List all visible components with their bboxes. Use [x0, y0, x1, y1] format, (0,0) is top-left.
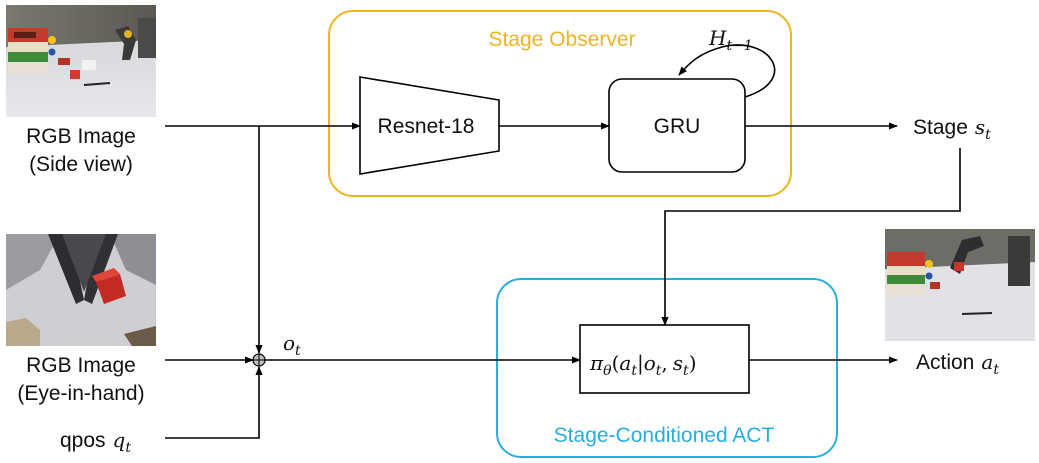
qpos-to-sum-arrow: [165, 366, 263, 439]
resnet-encoder-label: Resnet-18: [378, 115, 475, 138]
eye-in-hand-photo: [6, 234, 156, 346]
gru-recurrent-arrow: [678, 44, 776, 98]
observation-sum-node: [252, 353, 266, 367]
stage-observer-title: Stage Observer: [488, 28, 635, 51]
eye-in-hand-label-line2: (Eye-in-hand): [17, 382, 144, 405]
side-view-label-line2: (Side view): [29, 153, 133, 176]
side-view-photo: [6, 5, 156, 117]
eye-in-hand-label-line1: RGB Image: [26, 354, 136, 377]
side-view-label-line1: RGB Image: [26, 125, 136, 148]
stage-conditioned-act-title: Stage-Conditioned ACT: [554, 424, 775, 447]
hidden-state-label: Ht−1: [708, 26, 753, 54]
observation-label: ot: [283, 331, 301, 359]
stage-to-policy-arrow: [661, 148, 961, 326]
stage-conditioned-act-frame: [496, 278, 838, 458]
gru-label: GRU: [654, 115, 701, 138]
policy-expression: πθ(at|ot,st): [589, 351, 697, 379]
resnet-encoder-block: [359, 76, 500, 175]
action-result-photo: [885, 229, 1035, 341]
stage-observer-frame: [328, 10, 792, 197]
